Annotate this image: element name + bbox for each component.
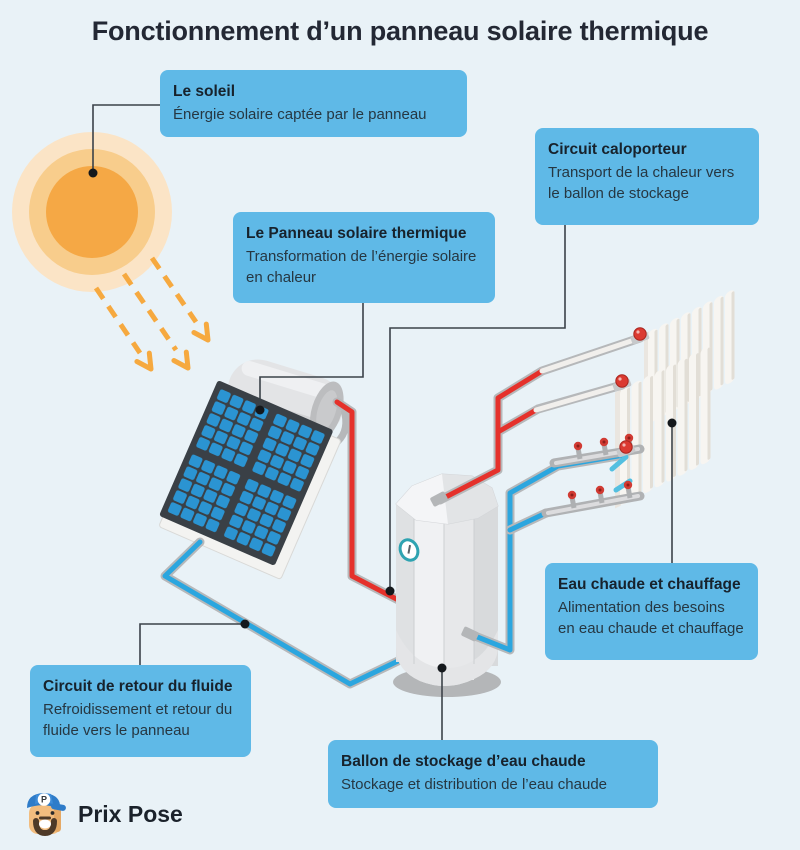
hot-collector-pipe bbox=[332, 397, 413, 610]
connector-caloporteur bbox=[389, 225, 566, 589]
callout-ballon-body: Stockage et distribution de l’eau chaude bbox=[341, 776, 608, 793]
connector-retour bbox=[139, 623, 245, 665]
callout-caloporteur: Circuit caloporteur Transport de la chal… bbox=[535, 128, 759, 225]
callout-caloporteur-title: Circuit caloporteur bbox=[548, 141, 687, 158]
callout-caloporteur-body: Transport de la chaleur vers le ballon d… bbox=[548, 164, 735, 202]
cold-return-pipe bbox=[160, 537, 403, 689]
sun-icon bbox=[12, 132, 172, 292]
radiator-valve-icons bbox=[612, 327, 650, 458]
callout-ballon-title: Ballon de stockage d’eau chaude bbox=[341, 753, 586, 770]
mascot-badge-letter: P bbox=[41, 795, 47, 805]
callout-eau-chaude: Eau chaude et chauffage Alimentation des… bbox=[545, 563, 758, 660]
callout-soleil-title: Le soleil bbox=[173, 83, 236, 100]
callout-eau-chaude-title: Eau chaude et chauffage bbox=[558, 576, 741, 593]
callout-soleil: Le soleil Énergie solaire captée par le … bbox=[160, 70, 467, 137]
callout-retour-body: Refroidissement et retour du fluide vers… bbox=[43, 701, 233, 739]
solar-panel-icon bbox=[159, 380, 341, 580]
connector-dots bbox=[88, 168, 677, 673]
sun-rays-icon bbox=[93, 256, 211, 372]
callout-eau-chaude-body: Alimentation des besoins en eau chaude e… bbox=[558, 599, 744, 637]
storage-tank-icon bbox=[393, 473, 501, 697]
page-title: Fonctionnement d’un panneau solaire ther… bbox=[91, 16, 709, 46]
callout-retour: Circuit de retour du fluide Refroidissem… bbox=[30, 665, 251, 757]
callout-connectors bbox=[92, 104, 673, 740]
callout-panneau-body: Transformation de l’énergie solaire en c… bbox=[246, 248, 477, 286]
radiator-front-icon bbox=[615, 346, 711, 509]
tank-gauge-icon bbox=[398, 538, 420, 562]
prixpose-mascot-icon: P bbox=[27, 793, 66, 837]
callout-panneau: Le Panneau solaire thermique Transformat… bbox=[233, 212, 495, 303]
hot-supply-pipe bbox=[435, 333, 645, 505]
callout-soleil-body: Énergie solaire captée par le panneau bbox=[173, 106, 427, 123]
connector-panneau bbox=[259, 302, 364, 408]
callout-retour-title: Circuit de retour du fluide bbox=[43, 678, 233, 695]
brand-logo: P Prix Pose bbox=[24, 791, 183, 837]
pipe-caps bbox=[430, 491, 479, 642]
brand-name: Prix Pose bbox=[78, 800, 183, 827]
callout-ballon: Ballon de stockage d’eau chaude Stockage… bbox=[328, 740, 658, 808]
callout-panneau-title: Le Panneau solaire thermique bbox=[246, 225, 467, 242]
connector-soleil bbox=[92, 104, 160, 173]
